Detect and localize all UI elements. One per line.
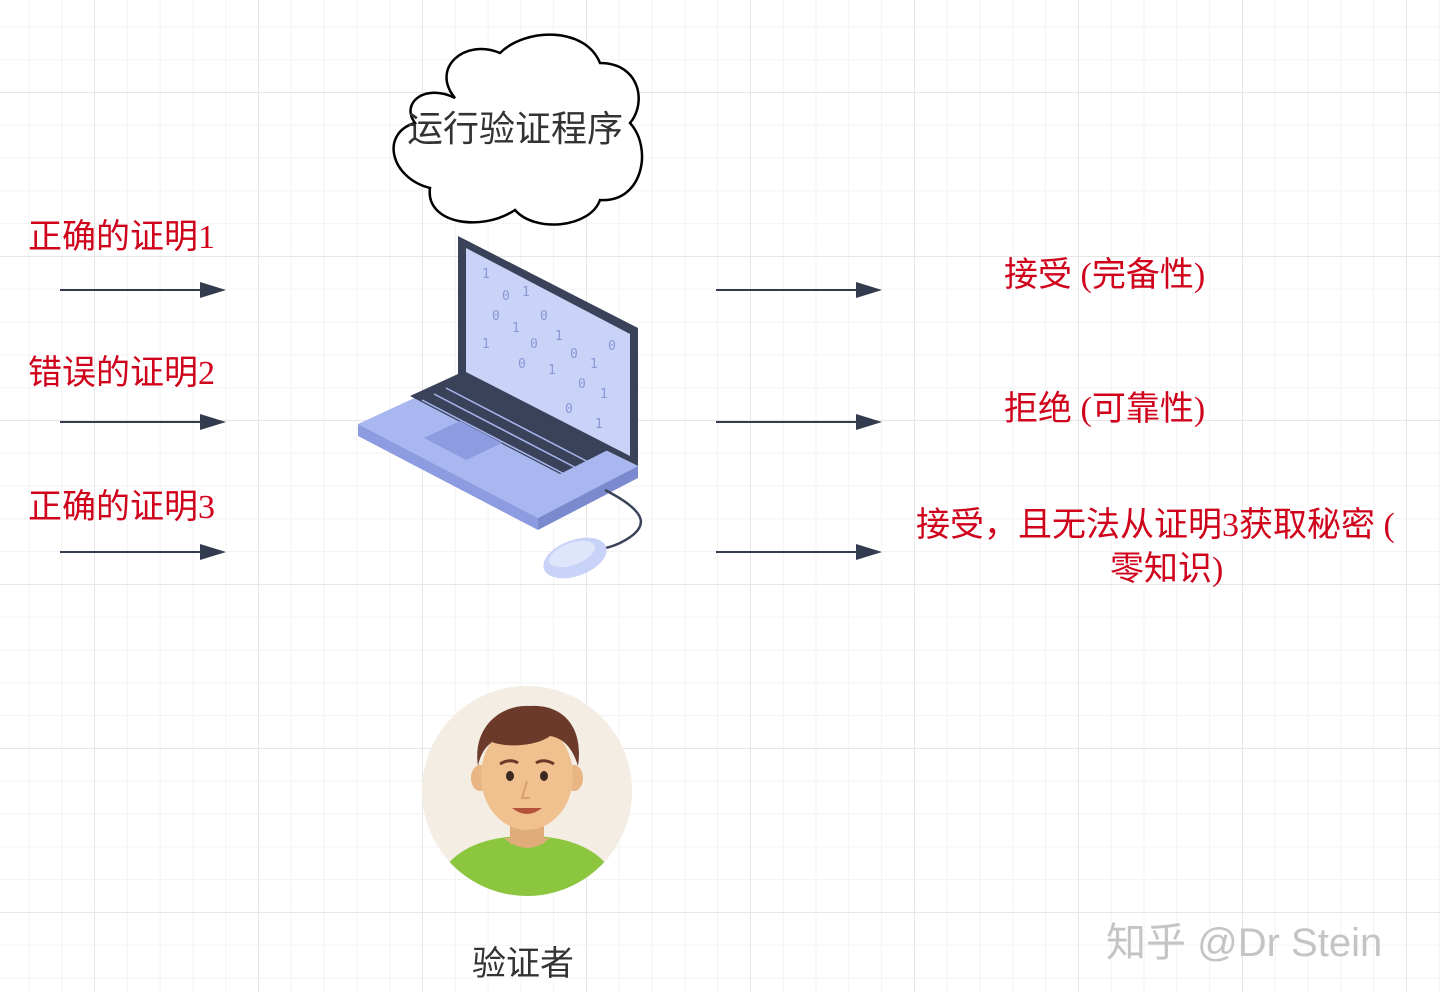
mouse-icon <box>543 537 607 579</box>
arrow-right-icon <box>60 414 226 430</box>
arrow-right-icon <box>716 544 882 560</box>
watermark: 知乎 @Dr Stein <box>1106 921 1383 965</box>
svg-text:0: 0 <box>565 402 573 417</box>
arrow-right-icon <box>716 282 882 298</box>
svg-text:0: 0 <box>502 289 510 304</box>
arrow-right-icon <box>60 544 226 560</box>
svg-text:1: 1 <box>512 321 520 336</box>
svg-text:1: 1 <box>600 387 608 402</box>
svg-text:1: 1 <box>548 363 556 378</box>
svg-text:1: 1 <box>590 357 598 372</box>
person-avatar-icon <box>422 686 632 896</box>
svg-text:1: 1 <box>482 337 490 352</box>
arrow-right-icon <box>60 282 226 298</box>
arrow-right-icon <box>716 414 882 430</box>
input-label-3: 正确的证明3 <box>28 489 215 526</box>
svg-text:1: 1 <box>522 285 530 300</box>
svg-text:1: 1 <box>595 417 603 432</box>
verifier-label: 验证者 <box>472 946 574 983</box>
output-label-3-line1: 接受，且无法从证明3获取秘密 ( <box>916 507 1395 544</box>
output-label-1: 接受 (完备性) <box>1004 257 1206 294</box>
output-label-3-line2: 零知识) <box>1110 551 1224 588</box>
process-cloud: 运行验证程序 <box>385 28 650 226</box>
svg-text:0: 0 <box>540 309 548 324</box>
svg-text:0: 0 <box>518 357 526 372</box>
svg-text:0: 0 <box>492 309 500 324</box>
process-label: 运行验证程序 <box>407 109 624 149</box>
svg-text:1: 1 <box>555 329 563 344</box>
svg-text:0: 0 <box>530 337 538 352</box>
input-label-1: 正确的证明1 <box>28 219 215 256</box>
svg-text:0: 0 <box>608 339 616 354</box>
input-label-2: 错误的证明2 <box>28 355 215 392</box>
svg-text:0: 0 <box>578 377 586 392</box>
output-label-2: 拒绝 (可靠性) <box>1004 391 1206 428</box>
svg-text:1: 1 <box>482 267 490 282</box>
svg-text:0: 0 <box>570 347 578 362</box>
cloud-shape <box>392 33 644 226</box>
